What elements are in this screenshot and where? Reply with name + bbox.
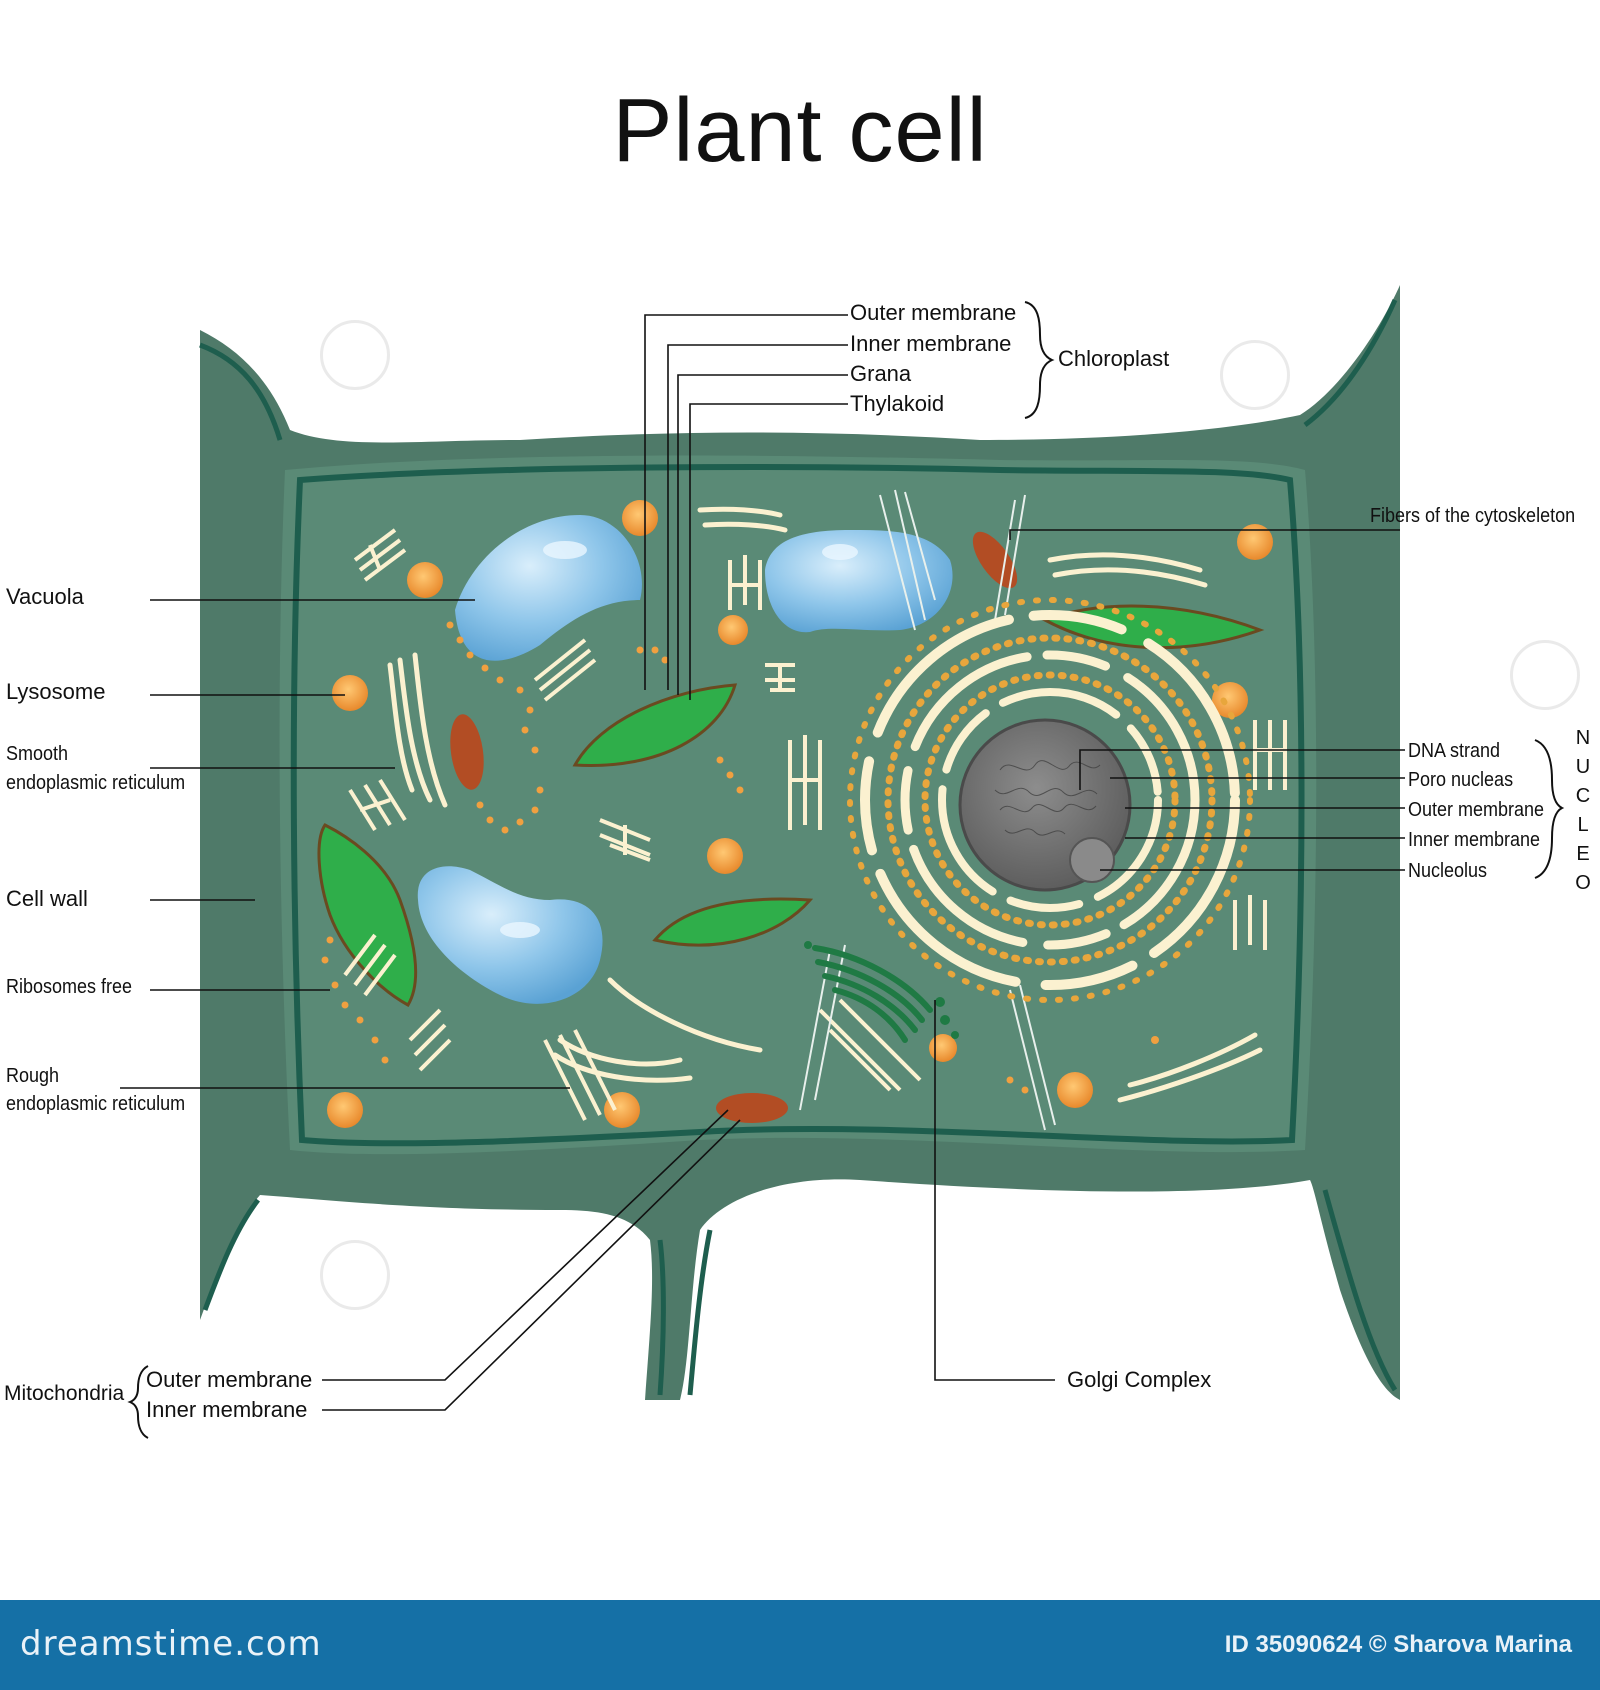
nucleo-letter: O	[1575, 872, 1591, 894]
lysosome	[327, 1092, 363, 1128]
label-fibers-cytoskeleton: Fibers of the cytoskeleton	[1370, 505, 1576, 527]
watermark-icon	[320, 1240, 390, 1310]
vacuole-2	[765, 530, 953, 633]
lysosome	[407, 562, 443, 598]
lysosome	[707, 838, 743, 874]
chloroplast-1	[572, 683, 738, 767]
dna-strand	[994, 760, 1101, 836]
label-poro-nucleas: Poro nucleas	[1408, 769, 1514, 791]
label-chloroplast: Chloroplast	[1058, 346, 1170, 371]
footer-logo[interactable]: dreamstime.com	[20, 1624, 322, 1664]
lysosome	[1237, 524, 1273, 560]
cell-wall-dark-edge	[199, 298, 1398, 1396]
label-lysosome: Lysosome	[6, 679, 106, 704]
label-mitochondria: Mitochondria	[4, 1382, 125, 1405]
leader-lines	[120, 314, 1405, 1411]
footer-bar: dreamstime.com ID 35090624 © Sharova Mar…	[0, 1600, 1600, 1690]
lysosome	[1212, 682, 1248, 718]
label-vacuola: Vacuola	[6, 584, 84, 609]
label-smooth-er-line2: endoplasmic reticulum	[6, 772, 186, 794]
footer-image-id: ID 35090624 © Sharova Marina	[1224, 1631, 1572, 1658]
label-inner-membrane-nucleus: Inner membrane	[1408, 829, 1541, 851]
watermark-icon	[1510, 640, 1580, 710]
lysosome	[604, 1092, 640, 1128]
mitochondria-2	[972, 531, 1018, 589]
nucleo-letter: L	[1577, 814, 1589, 836]
label-nucleolus: Nucleolus	[1408, 860, 1488, 882]
lysosome	[622, 500, 658, 536]
nucleo-letter: C	[1575, 785, 1591, 807]
label-inner-membrane-mitochondria: Inner membrane	[146, 1397, 308, 1422]
ribosomes	[321, 621, 1159, 1094]
diagram-title: Plant cell	[612, 81, 988, 181]
label-rough-er-line2: endoplasmic reticulum	[6, 1093, 186, 1115]
nucleo-brace	[1534, 739, 1565, 879]
label-thylakoid: Thylakoid	[850, 391, 945, 416]
rough-er-fragments	[343, 528, 1287, 1121]
nucleo-vertical-label: N U C L E O	[1572, 724, 1594, 898]
label-grana: Grana	[850, 361, 912, 386]
nucleo-letter: N	[1575, 727, 1591, 749]
label-rough-er-line1: Rough	[6, 1065, 60, 1087]
label-outer-membrane-nucleus: Outer membrane	[1408, 799, 1545, 821]
lysosome	[332, 675, 368, 711]
golgi-complex	[812, 945, 933, 1043]
chloroplast-4	[652, 897, 814, 947]
nucleolus	[1069, 837, 1115, 883]
label-ribosomes-free: Ribosomes free	[6, 976, 133, 998]
lysosome	[718, 615, 748, 645]
label-outer-membrane-mitochondria: Outer membrane	[146, 1367, 313, 1392]
label-inner-membrane-chloroplast: Inner membrane	[850, 331, 1012, 356]
nucleo-letter: E	[1576, 843, 1590, 865]
golgi-vesicles	[804, 941, 959, 1039]
vacuole-1	[455, 515, 642, 661]
label-smooth-er-line1: Smooth	[6, 743, 69, 765]
chloroplast-brace	[1024, 301, 1055, 419]
mitochondria-3	[716, 1093, 788, 1123]
smooth-er	[387, 506, 1263, 1103]
rough-er-rings	[847, 597, 1253, 1003]
mitochondria-1	[450, 714, 484, 790]
label-outer-membrane-chloroplast: Outer membrane	[850, 300, 1017, 325]
nucleo-letter: U	[1575, 756, 1591, 778]
plasma-membrane	[290, 464, 1305, 1147]
label-golgi-complex: Golgi Complex	[1067, 1367, 1212, 1392]
vacuole-highlight	[500, 922, 540, 938]
vacuole-highlight	[822, 544, 858, 560]
lysosome	[1057, 1072, 1093, 1108]
lysosome	[929, 1034, 957, 1062]
vacuole-highlight	[543, 541, 587, 559]
watermark-icon	[1220, 340, 1290, 410]
cytoskeleton-fibers	[799, 489, 1056, 1131]
label-cell-wall: Cell wall	[6, 886, 88, 911]
watermark-icon	[320, 320, 390, 390]
label-dna-strand: DNA strand	[1408, 740, 1501, 762]
mitochondria-brace	[127, 1365, 149, 1439]
